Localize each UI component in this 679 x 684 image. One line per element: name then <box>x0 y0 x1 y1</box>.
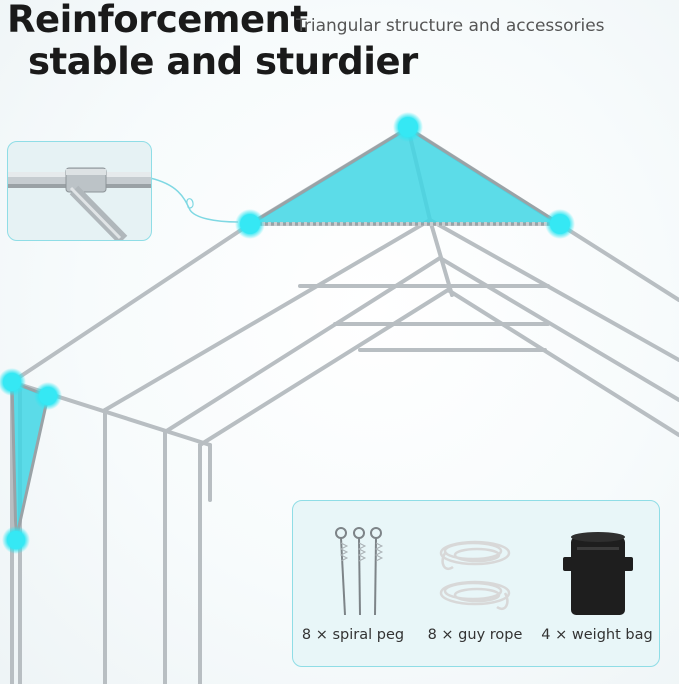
callout-connector <box>149 177 239 223</box>
weight-bag-icon <box>563 532 633 615</box>
page-subtitle: Triangular structure and accessories <box>296 16 605 36</box>
accessory-label: 8 × spiral peg <box>301 627 405 643</box>
gable-brace-highlight <box>244 126 566 226</box>
page-title: Reinforcement <box>7 0 308 41</box>
page-title-line2: stable and sturdier <box>28 40 418 83</box>
accessories-panel: 8 × spiral peg 8 × guy rope <box>292 500 660 667</box>
accessory-label: 8 × guy rope <box>427 627 523 643</box>
guy-rope-icon <box>439 540 511 610</box>
accessory-weight-bag: 4 × weight bag <box>537 501 657 666</box>
joint-detail-inset <box>7 141 152 241</box>
corner-brace-highlight <box>10 379 50 541</box>
accessory-spiral-peg: 8 × spiral peg <box>293 501 413 666</box>
accessory-label: 4 × weight bag <box>541 627 653 643</box>
spiral-peg-icon <box>335 527 384 616</box>
pipe-joint-icon <box>8 167 151 240</box>
accessory-guy-rope: 8 × guy rope <box>415 501 535 666</box>
